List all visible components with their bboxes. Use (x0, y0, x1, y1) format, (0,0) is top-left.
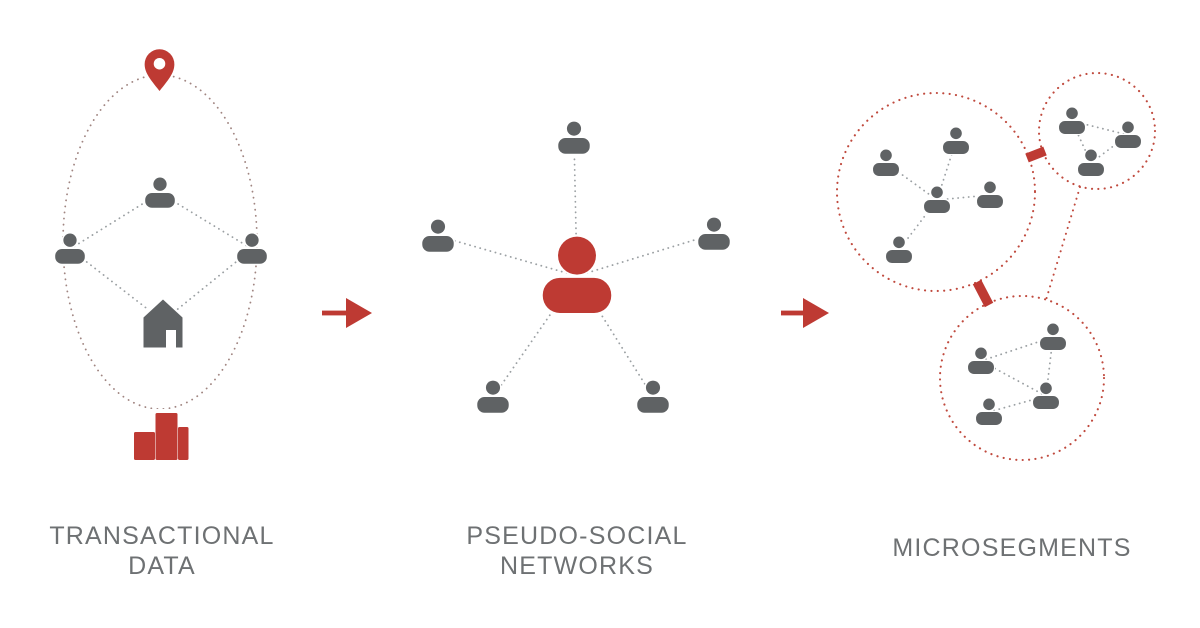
person-icon (697, 217, 731, 251)
stage3-label: MICROSEGMENTS (862, 533, 1162, 563)
arrow-right-icon (781, 298, 829, 328)
stage2-connections (437, 137, 715, 398)
dotted-ellipse (62, 74, 258, 410)
house-icon (143, 299, 183, 348)
transactional-data-group (54, 47, 268, 464)
stage1-connections (69, 192, 253, 322)
person-icon (885, 236, 913, 264)
segment-dotted-link (1045, 186, 1081, 301)
stage2-label-line1: PSEUDO-SOCIAL (466, 522, 688, 550)
segment-circle-bottom (938, 294, 1106, 462)
microsegments-group (835, 71, 1157, 462)
central-person-icon (540, 236, 614, 315)
person-icon (476, 380, 510, 414)
person-icon (1032, 382, 1060, 410)
segment-link-dash (972, 279, 994, 308)
person-icon (1077, 149, 1105, 177)
person-icon (557, 121, 591, 155)
stage3-label-line1: MICROSEGMENTS (892, 534, 1132, 562)
cluster2-connections (1071, 120, 1129, 164)
person-icon (967, 347, 995, 375)
stage1-label-line2: DATA (128, 552, 196, 580)
stage1-label: TRANSACTIONAL DATA (12, 521, 312, 581)
stage1-label-line1: TRANSACTIONAL (49, 522, 275, 550)
person-icon (976, 181, 1004, 209)
location-pin-icon (143, 47, 176, 92)
segment-circle-small (1037, 71, 1157, 191)
person-icon (1039, 323, 1067, 351)
bar-chart-icon (130, 409, 192, 464)
person-icon (942, 127, 970, 155)
segment-circle-large (835, 91, 1037, 293)
person-icon (1114, 121, 1142, 149)
person-icon (236, 233, 268, 265)
stage2-label: PSEUDO-SOCIAL NETWORKS (427, 521, 727, 581)
person-icon (144, 177, 176, 209)
person-icon (872, 149, 900, 177)
person-icon (54, 233, 86, 265)
person-icon (636, 380, 670, 414)
person-icon (975, 398, 1003, 426)
pseudo-social-networks-group (421, 121, 731, 414)
segment-link-dash (1025, 146, 1047, 163)
stage2-label-line2: NETWORKS (499, 552, 655, 580)
person-icon (421, 219, 455, 253)
arrow-right-icon (322, 298, 372, 328)
person-icon (923, 186, 951, 214)
person-icon (1058, 107, 1086, 135)
